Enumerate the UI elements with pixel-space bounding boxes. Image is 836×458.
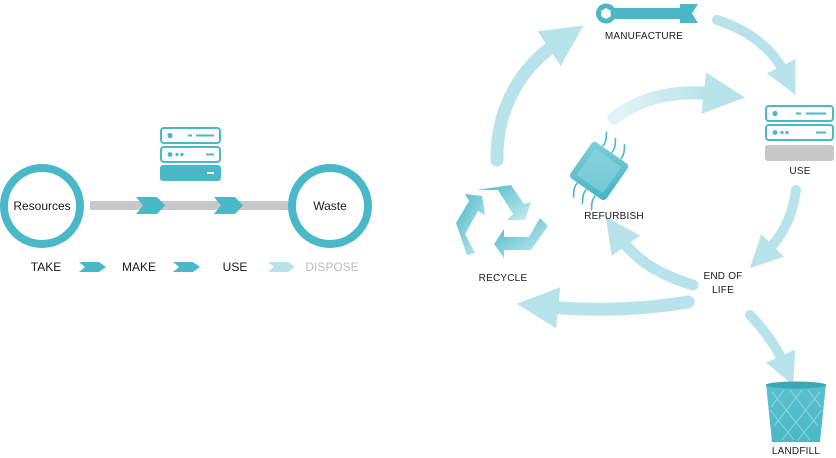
use-label: USE bbox=[789, 166, 810, 177]
step-arrow-1 bbox=[79, 262, 106, 272]
linear-flow-bar bbox=[90, 201, 295, 210]
end-of-life-label-line2: LIFE bbox=[712, 285, 734, 296]
step-use-label: USE bbox=[223, 260, 248, 274]
flow-arrow-1 bbox=[136, 197, 165, 214]
flow-arrow-2 bbox=[214, 197, 243, 214]
arrow-use-to-endoflife bbox=[749, 185, 801, 269]
arrow-recycle-to-manufacture bbox=[490, 25, 584, 167]
step-arrow-2 bbox=[173, 262, 200, 272]
resources-label: Resources bbox=[13, 199, 70, 213]
step-make-label: MAKE bbox=[122, 260, 156, 274]
linear-economy: Resources Waste TAKE MAKE USE DISPOSE bbox=[0, 127, 372, 274]
recycle-label: RECYCLE bbox=[479, 273, 528, 284]
step-take-label: TAKE bbox=[31, 260, 61, 274]
arrow-refurbish-to-use bbox=[607, 72, 746, 125]
circular-economy: MANUFACTURE USE END OF LIFE bbox=[456, 3, 834, 457]
recycle-icon bbox=[456, 185, 548, 258]
refurbish-label: REFURBISH bbox=[584, 211, 644, 222]
step-dispose-label: DISPOSE bbox=[305, 260, 358, 274]
waste-node bbox=[288, 164, 372, 248]
server-icon bbox=[160, 127, 221, 181]
arrow-endoflife-to-refurbish bbox=[605, 216, 699, 291]
manufacture-label: MANUFACTURE bbox=[605, 31, 683, 42]
waste-label: Waste bbox=[313, 199, 347, 213]
step-arrow-3 bbox=[268, 262, 295, 272]
server-icon bbox=[765, 105, 834, 161]
arrow-manufacture-to-use bbox=[712, 15, 796, 95]
arrow-endoflife-to-recycle bbox=[516, 287, 695, 329]
arrow-endoflife-to-landfill bbox=[745, 310, 796, 386]
wrench-icon bbox=[596, 3, 698, 24]
end-of-life-label-line1: END OF bbox=[704, 271, 743, 282]
resources-node bbox=[0, 164, 84, 248]
landfill-label: LANDFILL bbox=[772, 446, 821, 457]
trash-bin-icon bbox=[766, 381, 826, 442]
chip-icon bbox=[569, 131, 629, 211]
